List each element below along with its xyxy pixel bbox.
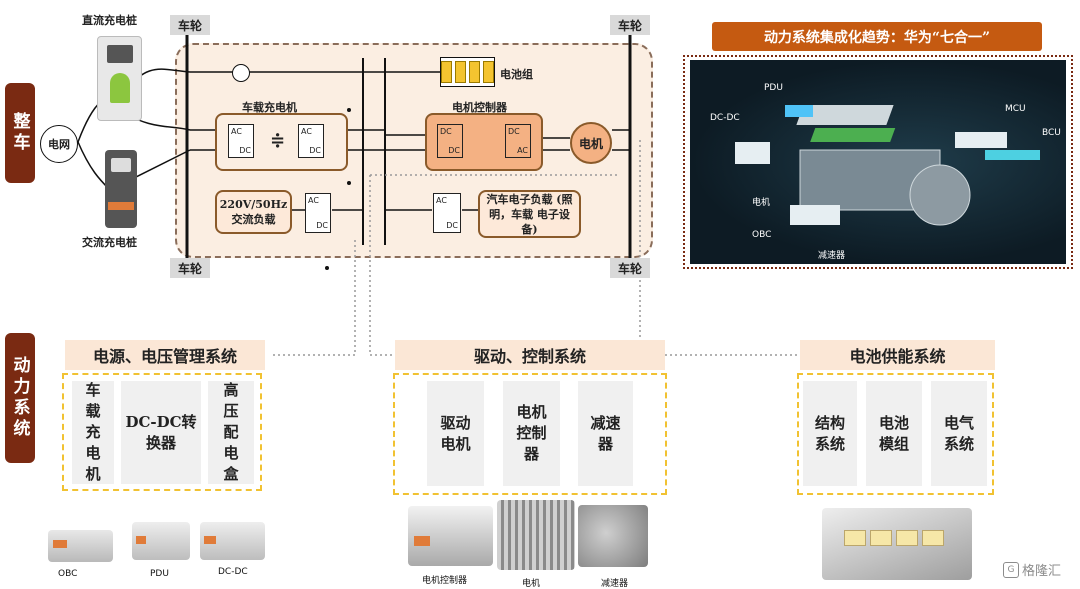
auto-load-converter: AC DC [433,193,461,233]
wheel-bottom-right: 车轮 [610,258,650,278]
cell-onboard-charger: 车载充电机 [72,381,114,484]
section-power-title: 电源、电压管理系统 [65,340,265,370]
pdu-photo [132,522,190,560]
obc-ac-2: AC [301,127,312,136]
battery-icon [440,57,495,87]
caption-obc: OBC [58,569,78,579]
ac-load-converter: AC DC [305,193,331,233]
mc-block-1: DC DC [437,124,463,158]
cell-motor-controller: 电机控制器 [503,381,560,486]
trend-pdu: PDU [764,83,783,93]
mcu-photo [408,506,493,566]
conv-ac-1: AC [308,196,319,205]
wheel-bottom-left: 车轮 [170,258,210,278]
trend-bcu: BCU [1042,128,1061,138]
obc-dc-1: DC [239,146,251,155]
conv-dc-2: DC [446,221,458,230]
cell-hv-box: 高压配电盒 [208,381,254,484]
section-drive-title: 驱动、控制系统 [395,340,665,370]
wheel-top-right: 车轮 [610,15,650,35]
cell-reducer-text: 减速器 [590,413,621,453]
mc-dc-1b: DC [448,146,460,155]
mc-dc-1: DC [440,127,452,136]
watermark-logo-icon: G [1003,561,1019,578]
cell-electrical-text: 电气系统 [943,413,974,453]
section-battery-title: 电池供能系统 [800,340,995,370]
mc-ac-2: AC [517,146,528,155]
socket-icon [232,64,250,82]
obc-dc-2: DC [309,146,321,155]
dcdc-photo [200,522,265,560]
vehicle-tag: 整车 [5,83,35,183]
seven-in-one-image [690,60,1066,264]
trend-motor: 电机 [752,198,771,208]
reducer-photo [578,505,648,567]
conv-dc-1: DC [316,221,328,230]
cell-structure-text: 结构系统 [814,413,845,453]
cell-hv-box-text: 高压配电盒 [223,381,239,483]
section-battery-box [797,373,994,495]
trend-reducer: 减速器 [818,251,846,261]
caption-pdu: PDU [150,569,169,579]
obc-ac-dc-block-2: AC DC [298,124,324,158]
caption-motor: 电机 [522,579,541,589]
cell-motor-controller-text: 电机控制器 [516,403,547,463]
watermark: G 格隆汇 [1003,560,1061,579]
cell-dcdc-text: DC-DC转换器 [125,412,197,452]
cell-drive-motor-text: 驱动电机 [440,413,471,453]
cell-battery-module: 电池模组 [866,381,922,486]
mc-dc-2: DC [508,127,520,136]
trend-obc: OBC [752,230,772,240]
conv-ac-2: AC [436,196,447,205]
section-drive-box [393,373,667,495]
mc-title: 电机控制器 [452,101,507,114]
caption-mcu: 电机控制器 [422,576,468,586]
trend-dcdc: DC-DC [710,113,740,123]
cell-dcdc: DC-DC转换器 [121,381,201,484]
battery-label: 电池组 [500,68,533,81]
battery-pack-photo [822,508,972,580]
ac-load-box: 220V/50Hz 交流负载 [215,190,292,234]
trend-frame [683,55,1073,269]
grid-node: 电网 [40,125,78,163]
section-power-box [62,373,262,491]
dc-charger-label: 直流充电桩 [82,14,137,27]
obc-photo [48,530,113,562]
ac-charger-label: 交流充电桩 [82,236,137,249]
obc-ac-dc-block-1: AC DC [228,124,254,158]
cell-drive-motor: 驱动电机 [427,381,484,486]
auto-load-box: 汽车电子负载 (照明，车载 电子设备) [478,190,581,238]
cell-structure: 结构系统 [803,381,857,486]
obc-ac-1: AC [231,127,242,136]
motor-photo [497,500,575,570]
mc-block-2: DC AC [505,124,531,158]
ac-charger-icon [105,150,137,228]
motor-node: 电机 [570,122,612,164]
dc-charger-icon [97,36,142,121]
seven-in-one-assembly [735,105,1040,226]
trend-mcu: MCU [1005,104,1026,114]
trend-title: 动力系统集成化趋势：华为“七合一” [712,22,1042,51]
caption-reducer: 减速器 [601,579,629,589]
cell-battery-module-text: 电池模组 [878,413,909,453]
obc-title: 车载充电机 [242,101,297,114]
powertrain-tag: 动力系统 [5,333,35,463]
cell-reducer: 减速器 [578,381,633,486]
watermark-text: 格隆汇 [1022,564,1062,579]
capacitor-symbol: ≑ [270,130,286,151]
cell-onboard-charger-text: 车载充电机 [85,381,101,483]
cell-electrical: 电气系统 [931,381,987,486]
wheel-top-left: 车轮 [170,15,210,35]
caption-dcdc: DC-DC [218,567,248,577]
